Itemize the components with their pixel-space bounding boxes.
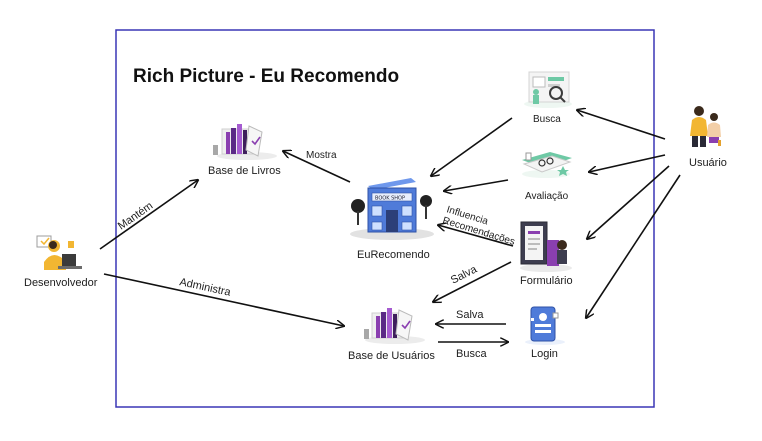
desenvolvedor-node: Desenvolvedor — [24, 235, 98, 289]
desenvolvedor-label: Desenvolvedor — [24, 277, 98, 289]
formulario-node: Formulário — [520, 221, 573, 287]
users-group-icon — [690, 106, 721, 147]
usuario-node: Usuário — [689, 106, 727, 169]
form-clipboard-icon — [520, 221, 572, 272]
busca-label: Busca — [533, 114, 561, 125]
edge-eurecomendo-to-base-livros — [283, 151, 351, 183]
edge-formulario-to-base-usuarios — [433, 261, 512, 302]
edge-busca-to-eurecomendo — [431, 117, 513, 176]
building-sign-text: BOOK SHOP — [375, 196, 405, 202]
base-usuarios-label: Base de Usuários — [348, 350, 435, 362]
edge-usuario-to-login — [586, 174, 681, 318]
edge-avaliacao-to-eurecomendo — [444, 179, 509, 191]
edge-desenvolvedor-to-base-usuarios — [103, 273, 344, 326]
bookshop-building-icon: BOOK SHOP — [350, 178, 434, 240]
edge-usuario-to-formulario — [587, 165, 670, 239]
eurecomendo-node: BOOK SHOP EuRecomendo — [350, 178, 434, 261]
edge-usuario-to-busca — [577, 110, 666, 140]
busca-node: Busca — [524, 71, 572, 125]
login-label: Login — [531, 348, 558, 360]
diagram-title: Rich Picture - Eu Recomendo — [133, 66, 399, 87]
formulario-label: Formulário — [520, 275, 573, 287]
edge-label-mostra: Mostra — [306, 150, 337, 161]
system-boundary-frame — [115, 29, 655, 408]
login-node: Login — [525, 306, 565, 360]
avaliacao-label: Avaliação — [525, 191, 569, 202]
base-livros-label: Base de Livros — [208, 165, 281, 177]
edge-usuario-to-avaliacao — [589, 154, 666, 172]
usuario-label: Usuário — [689, 157, 727, 169]
edges — [99, 110, 681, 342]
edge-label-mantem: Mantém — [116, 200, 155, 233]
avaliacao-node: Avaliação — [522, 152, 572, 202]
books-stack-icon — [213, 124, 277, 160]
developer-person-icon — [36, 235, 82, 270]
edge-label-salva-formulario: Salva — [449, 263, 480, 287]
edge-desenvolvedor-to-base-livros — [99, 180, 198, 250]
search-person-icon — [524, 71, 572, 108]
base-livros-node: Base de Livros — [208, 124, 281, 177]
books-stack-icon — [364, 308, 425, 344]
login-phone-icon — [525, 306, 565, 345]
base-usuarios-node: Base de Usuários — [348, 308, 435, 362]
edge-label-salva-login: Salva — [456, 309, 484, 321]
edge-label-busca-login: Busca — [456, 348, 487, 360]
edge-formulario-to-eurecomendo — [438, 225, 514, 247]
rating-review-icon — [522, 152, 572, 178]
eurecomendo-label: EuRecomendo — [357, 249, 430, 261]
